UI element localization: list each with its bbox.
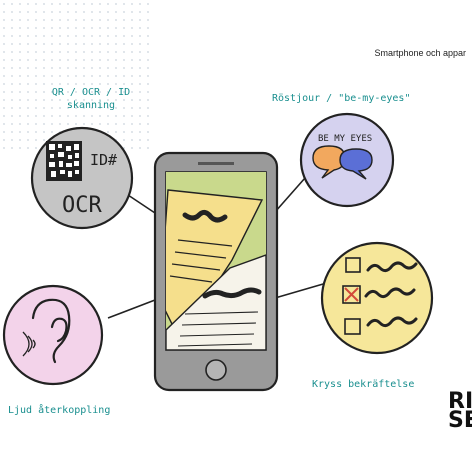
sound-waves-icon — [22, 331, 36, 357]
be-my-eyes-text: BE MY EYES — [318, 134, 372, 144]
scan-ocr-text: OCR — [62, 193, 102, 218]
scan-bubble: ID# OCR — [30, 126, 134, 230]
scan-id-text: ID# — [90, 151, 117, 169]
home-button — [205, 359, 227, 381]
label-audio: Ljud återkoppling — [8, 405, 111, 416]
dot-grid-decoration — [0, 0, 150, 150]
scribble-line — [366, 316, 418, 328]
logo-line-2: SE — [448, 408, 472, 433]
ear-icon — [31, 298, 71, 364]
logo-line-1: RI — [448, 389, 472, 414]
label-voice: Röstjour / "be-my-eyes" — [272, 93, 411, 104]
doc-scribble-2 — [202, 287, 262, 299]
connector-scan — [127, 194, 159, 216]
label-check: Kryss bekräftelse — [312, 379, 415, 390]
speech-bubbles-icon — [312, 145, 373, 180]
document-white — [166, 254, 266, 350]
connector-check — [274, 281, 331, 299]
phone-speaker — [198, 162, 234, 165]
checkbox-empty-1 — [345, 257, 361, 273]
connector-lines — [107, 177, 331, 319]
qr-code-icon — [46, 141, 82, 181]
connector-voice — [274, 177, 306, 213]
connector-audio — [107, 299, 156, 319]
page-header: Smartphone och appar — [374, 48, 466, 58]
scribble-line — [364, 287, 416, 299]
rise-logo: RI SE — [448, 389, 472, 433]
check-bubble — [320, 241, 434, 355]
doc-text-lines — [169, 239, 233, 283]
smartphone-illustration — [153, 151, 279, 392]
doc-signature-scribble — [182, 209, 228, 223]
scribble-line — [366, 261, 418, 273]
label-scan: QR / OCR / ID skanning — [51, 87, 131, 111]
checkbox-checked — [342, 285, 361, 304]
audio-bubble — [2, 284, 104, 386]
checkbox-empty-2 — [344, 318, 361, 335]
red-cross-icon — [344, 287, 359, 302]
voice-bubble: BE MY EYES — [299, 112, 395, 208]
doc-list-lines — [177, 311, 259, 347]
